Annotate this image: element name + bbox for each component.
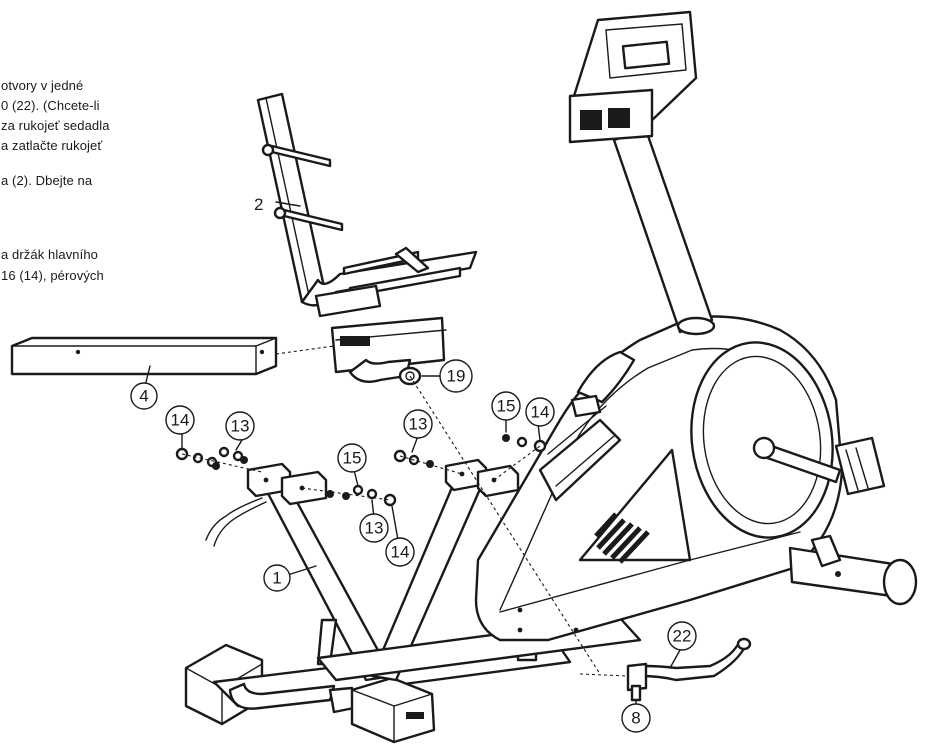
callout-spring-washer-mid: 15 <box>337 443 367 473</box>
callout-washer-mid-low-text: 13 <box>365 519 384 538</box>
callout-bolt-right: 14 <box>525 397 555 427</box>
assembly-guide-lines <box>181 345 629 677</box>
callout-washer-mid: 13 <box>403 409 433 439</box>
callout-bolt-mid-low: 14 <box>385 537 415 567</box>
callout-stabilizer-text: 4 <box>139 387 148 406</box>
callout-lever-text: 22 <box>673 627 692 646</box>
console-mast <box>568 10 716 336</box>
callout-frame: 1 <box>263 564 291 592</box>
instruction-line-6: a držák hlavního <box>1 247 98 262</box>
lever-and-pin <box>626 637 752 702</box>
callout-spring-washer-right: 15 <box>491 391 521 421</box>
flywheel-housing <box>474 315 918 642</box>
callout-pin: 8 <box>621 703 651 733</box>
callout-washer-mid-text: 13 <box>409 415 428 434</box>
callout-bolt-right-text: 14 <box>531 403 550 422</box>
seat-backrest <box>256 92 478 386</box>
instruction-line-1: otvory v jedné <box>1 78 84 93</box>
callout-spring-washer-right-text: 15 <box>497 397 516 416</box>
instruction-line-5: a (2). Dbejte na <box>1 173 93 188</box>
callout-bolt-mid-low-text: 14 <box>391 543 410 562</box>
instruction-line-3: za rukojeť sedadla <box>1 118 110 133</box>
callout-stabilizer: 4 <box>130 382 158 410</box>
callout-seat-knob: 19 <box>439 359 473 393</box>
stabilizer-bar <box>10 336 278 376</box>
callout-washer-mid-low: 13 <box>359 513 389 543</box>
callout-washer-left-text: 13 <box>231 417 250 436</box>
callout-washer-left: 13 <box>225 411 255 441</box>
callout-bolt-left-text: 14 <box>171 411 190 430</box>
label-backrest: 2 <box>254 195 263 214</box>
vent-slots <box>594 512 650 564</box>
instruction-line-2: 0 (22). (Chcete-li <box>1 98 100 113</box>
callout-frame-text: 1 <box>272 569 281 588</box>
callout-spring-washer-mid-text: 15 <box>343 449 362 468</box>
instruction-line-4: a zatlačte rukojeť <box>1 138 103 153</box>
instruction-line-7: 16 (14), pérových <box>1 268 104 283</box>
callout-pin-text: 8 <box>631 709 640 728</box>
callout-bolt-left: 14 <box>165 405 195 435</box>
callout-seat-knob-text: 19 <box>447 367 466 386</box>
callout-lever: 22 <box>667 621 697 651</box>
